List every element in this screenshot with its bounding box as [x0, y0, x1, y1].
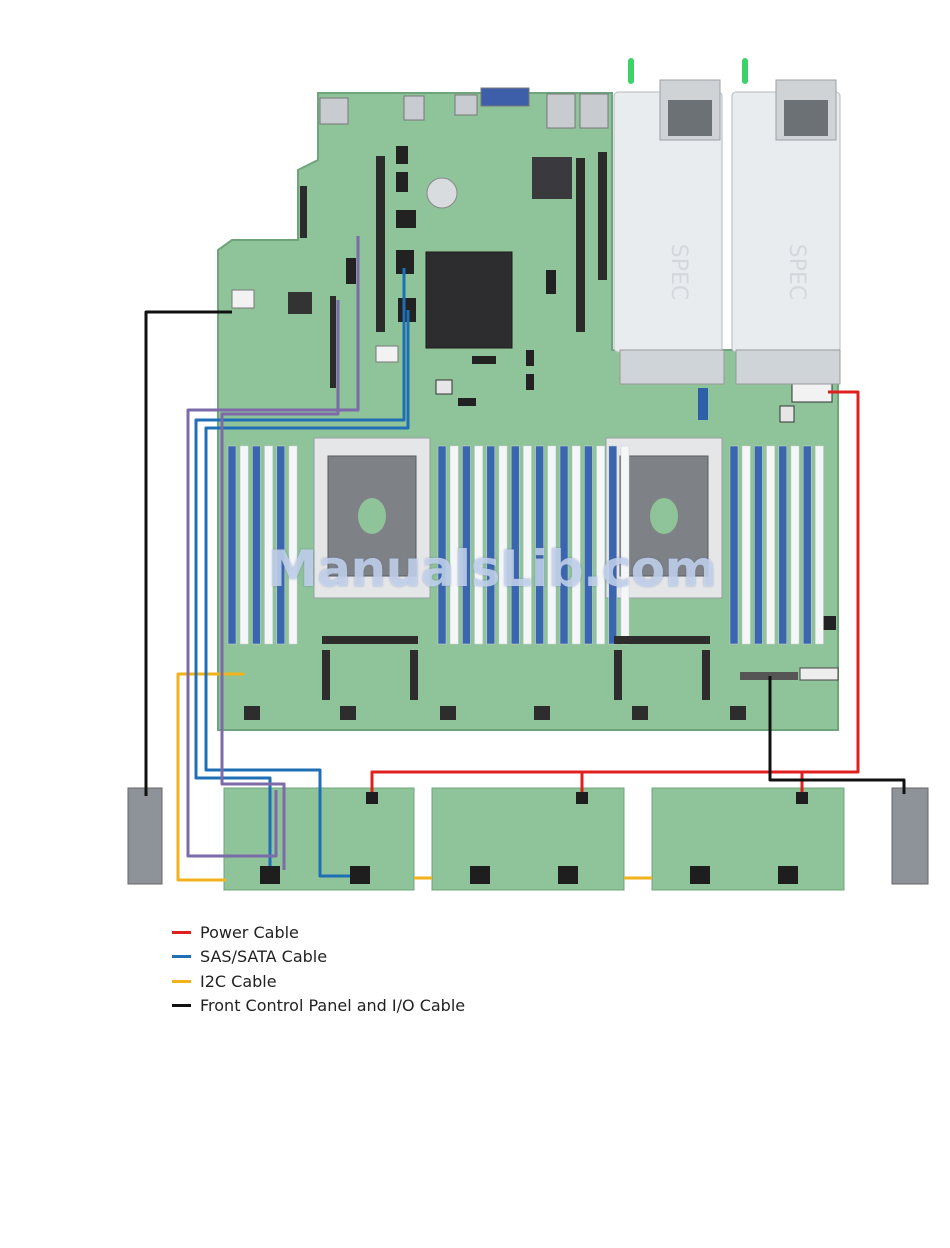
psu-1-label: SPEC	[666, 244, 691, 301]
watermark-text: ManualsLib.com	[268, 540, 716, 598]
dimm-slot	[754, 446, 762, 644]
dimm-slot	[803, 446, 811, 644]
legend-swatch-sas-sata	[172, 955, 191, 958]
backplane-2	[432, 788, 624, 890]
psu-2-label: SPEC	[784, 244, 809, 301]
legend-item: SAS/SATA Cable	[172, 945, 465, 970]
dimm-slot	[730, 446, 738, 644]
legend-item: Front Control Panel and I/O Cable	[172, 994, 465, 1019]
backplane-3	[652, 788, 844, 890]
psu-2: SPEC	[732, 58, 840, 384]
cable-legend: Power Cable SAS/SATA Cable I2C Cable Fro…	[172, 920, 465, 1018]
dimm-slot	[779, 446, 787, 644]
dimm-slot	[252, 446, 260, 644]
front-control-panel-left	[128, 788, 162, 884]
dimm-slot	[240, 446, 248, 644]
legend-label: Front Control Panel and I/O Cable	[200, 996, 465, 1015]
bmc-chip	[288, 292, 312, 314]
legend-label: I2C Cable	[200, 972, 277, 991]
legend-label: SAS/SATA Cable	[200, 947, 327, 966]
dimm-slot	[815, 446, 823, 644]
chipset-heatsink	[426, 252, 512, 348]
dimm-slot	[228, 446, 236, 644]
legend-label: Power Cable	[200, 923, 299, 942]
legend-swatch-i2c	[172, 980, 191, 983]
legend-item: I2C Cable	[172, 969, 465, 994]
front-io-panel-right	[892, 788, 928, 884]
bmc-heatsink	[532, 157, 572, 199]
psu-1: SPEC	[614, 58, 724, 384]
legend-swatch-power	[172, 931, 191, 934]
dimm-slot	[791, 446, 799, 644]
legend-swatch-front-panel	[172, 1004, 191, 1007]
cmos-battery	[427, 178, 457, 208]
dimm-slot	[767, 446, 775, 644]
legend-item: Power Cable	[172, 920, 465, 945]
dimm-slot	[742, 446, 750, 644]
